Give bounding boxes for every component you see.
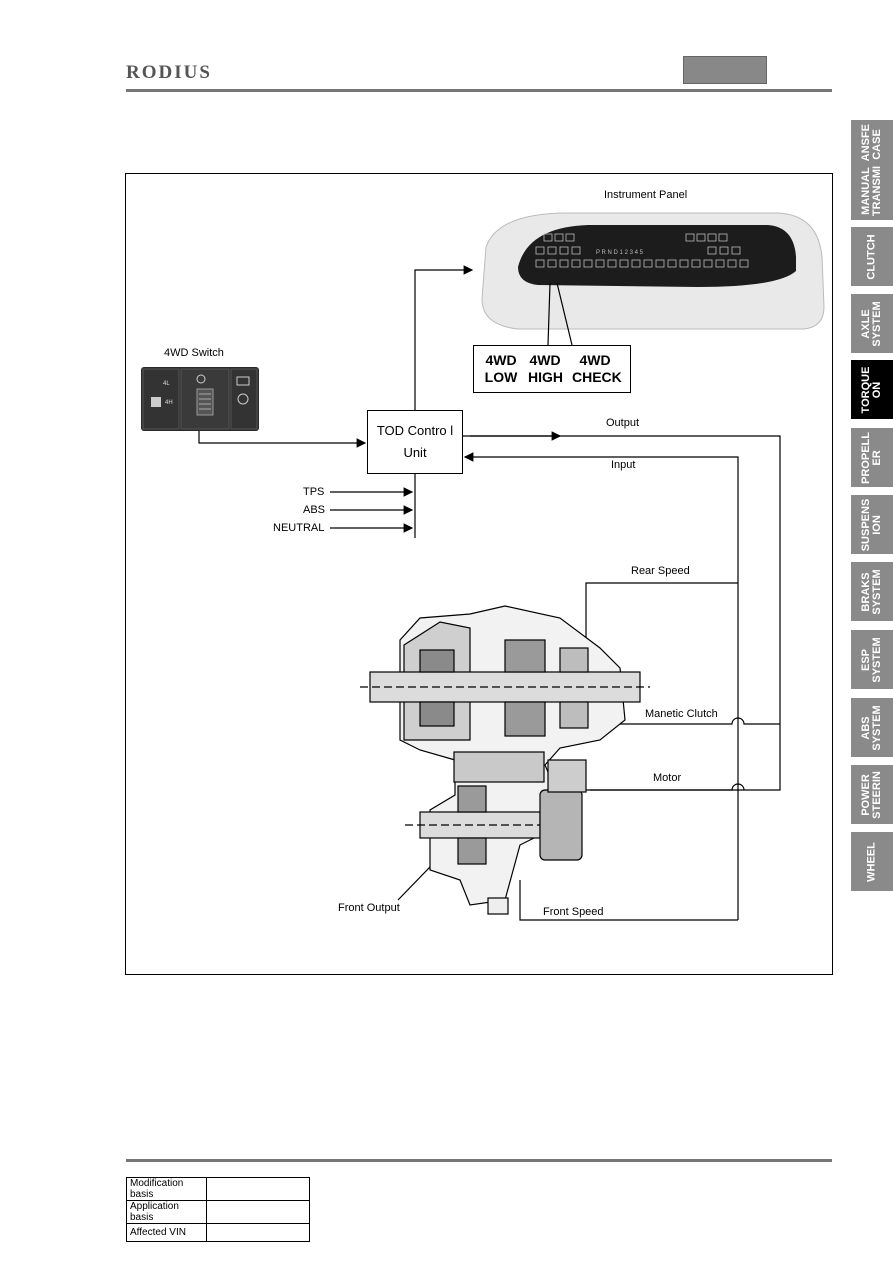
switch-to-tod-line <box>198 431 367 448</box>
tab-abs-system[interactable]: ABS SYSTEM <box>851 698 893 757</box>
input-line <box>463 452 739 920</box>
tab-torque-on[interactable]: TORQUE ON <box>851 360 893 419</box>
instrument-panel-label: Instrument Panel <box>604 189 688 201</box>
switch-title: 4WD Switch <box>164 347 224 359</box>
panel-gear-row: P R N D 1 2 3 4 5 <box>596 250 644 256</box>
table-row: Modification basis <box>126 1177 310 1201</box>
rear-speed-label: Rear Speed <box>631 565 690 577</box>
tps-label: TPS <box>303 486 325 498</box>
table-row: Affected VIN <box>126 1223 310 1242</box>
brand-logo: RODIUS <box>126 62 212 83</box>
diagram-frame <box>125 173 833 975</box>
header-divider <box>126 89 832 92</box>
motor-label: Motor <box>653 772 682 784</box>
tab-axle-system[interactable]: AXLE SYSTEM <box>851 294 893 353</box>
magnetic-clutch-label: Manetic Clutch <box>645 708 718 720</box>
tab-manual-transmission[interactable]: MANUAL TRANSMI <box>851 161 893 220</box>
front-output-label: Front Output <box>338 902 400 914</box>
tab-esp-system[interactable]: ESP SYSTEM <box>851 630 893 689</box>
output-label: Output <box>606 417 640 429</box>
tab-suspension[interactable]: SUSPENS ION <box>851 495 893 554</box>
header-section-box <box>683 56 767 84</box>
switch-4l-label: 4L <box>163 381 170 387</box>
tab-power-steering[interactable]: POWER STEERIN <box>851 765 893 824</box>
tab-wheel[interactable]: WHEEL <box>851 832 893 891</box>
tab-clutch[interactable]: CLUTCH <box>851 227 893 286</box>
footer-divider <box>126 1159 832 1162</box>
tab-propeller[interactable]: PROPELL ER <box>851 428 893 487</box>
front-speed-line <box>519 880 738 921</box>
motor-line <box>590 783 745 791</box>
input-label: Input <box>611 459 636 471</box>
neutral-label: NEUTRAL <box>273 522 325 534</box>
table-row: Application basis <box>126 1200 310 1224</box>
instrument-panel-image: P R N D 1 2 3 4 5 <box>481 212 825 330</box>
transfer-case-drawing <box>360 605 650 915</box>
magnetic-clutch-line <box>600 717 780 725</box>
4wd-switch-image[interactable]: 4L 4H <box>141 367 259 431</box>
switch-4h-label: 4H <box>165 400 173 406</box>
tod-control-unit: TOD Contro l Unit <box>367 410 463 474</box>
front-speed-label: Front Speed <box>543 906 604 918</box>
rear-speed-line <box>585 582 738 640</box>
tod-to-panel-line <box>414 265 474 410</box>
modification-table: Modification basis Application basis Aff… <box>126 1177 310 1242</box>
abs-label: ABS <box>303 504 326 516</box>
tab-brakes-system[interactable]: BRAKS SYSTEM <box>851 562 893 621</box>
